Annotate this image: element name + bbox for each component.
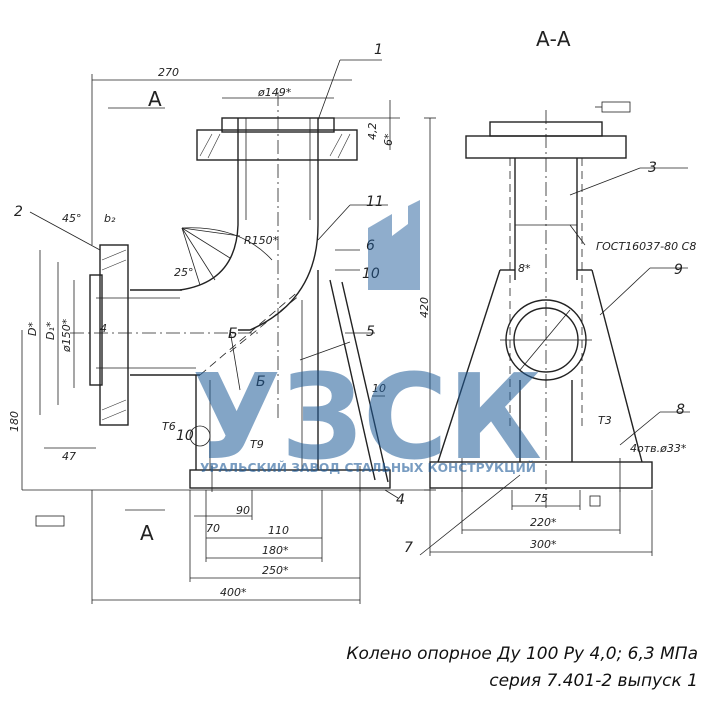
dim-10: 10 [372,382,386,395]
dim-8: 8* [518,262,531,275]
section-mark-b-2: Б [256,374,266,390]
dim-400: 400* [220,586,247,599]
side-flange-collar [89,274,103,386]
caption-series: серия 7.401-2 выпуск 1 [489,671,698,691]
base-plate [189,469,391,489]
dim-90: 90 [236,504,250,517]
part-label-10b: 10 [176,428,194,444]
dim-220: 220* [530,516,557,529]
factory-logo-icon [368,200,420,290]
dim-top-length: 270 [158,66,179,79]
dim-angle: 45° [62,212,82,225]
section-title: А-А [536,27,571,51]
part-label-5: 5 [366,324,375,340]
part-label-9: 9 [674,262,683,278]
dim-47: 47 [62,450,76,463]
watermark: УЗСК УРАЛЬСКИЙ ЗАВОД СТАЛЬНЫХ КОНСТРУКЦИ… [192,200,542,486]
caption-title: Колено опорное Ду 100 Ру 4,0; 6,3 МПа [346,644,698,664]
side-flange [99,244,129,426]
dim-holes: 4отв.ø33* [630,442,687,455]
part-label-4: 4 [396,492,405,508]
dim-300: 300* [530,538,557,551]
elbow-outer [238,224,319,331]
part-label-11: 11 [366,194,384,210]
dim-angle-25: 25° [174,266,194,279]
dim-70: 70 [206,522,220,535]
dim-height-180: 180 [8,411,21,432]
dim-flange-diameter: ø149* [257,86,292,99]
section-mark-a-top: А [148,87,162,111]
front-view-dimensions [21,59,430,604]
weld-t3: Т3 [598,414,612,427]
dim-4: 4 [100,322,107,335]
dim-height-420: 420 [418,297,431,318]
dim-75: 75 [534,492,548,505]
dim-250: 250* [262,564,289,577]
weld-t6: Т6 [162,420,176,433]
dim-110: 110 [268,524,289,537]
section-mark-b-1: Б [228,326,238,342]
dim-180: 180* [262,544,289,557]
front-view [70,92,391,492]
part-label-3: 3 [648,160,657,176]
watermark-text: УРАЛЬСКИЙ ЗАВОД СТАЛЬНЫХ КОНСТРУКЦИЙ [200,460,536,475]
dim-pipe-diameter: ø150* [60,318,73,353]
gost-note: ГОСТ16037-80 С8 [596,240,696,253]
part-label-7: 7 [404,540,413,556]
section-mark-a-bottom: А [140,521,154,545]
part-label-2: 2 [14,204,23,220]
part-label-1: 1 [374,42,383,58]
top-flange [196,129,358,161]
drawing-labels: А-А А А Б Б 270 ø149* 45° b₂ D* D₁* ø150… [8,27,696,599]
dim-outer-diameter: D* [26,322,39,336]
dim-inner-diameter: D₁* [44,321,57,340]
dim-4-2: 4,2 [366,123,379,141]
watermark-logo: УЗСК [192,348,542,486]
elbow-inner [179,224,239,291]
dim-b2: b₂ [104,212,116,225]
dim-radius: R150* [244,234,279,247]
part-label-8: 8 [676,402,685,418]
weld-t9: Т9 [250,438,264,451]
dim-6: 6* [382,133,395,146]
section-view [35,101,690,556]
